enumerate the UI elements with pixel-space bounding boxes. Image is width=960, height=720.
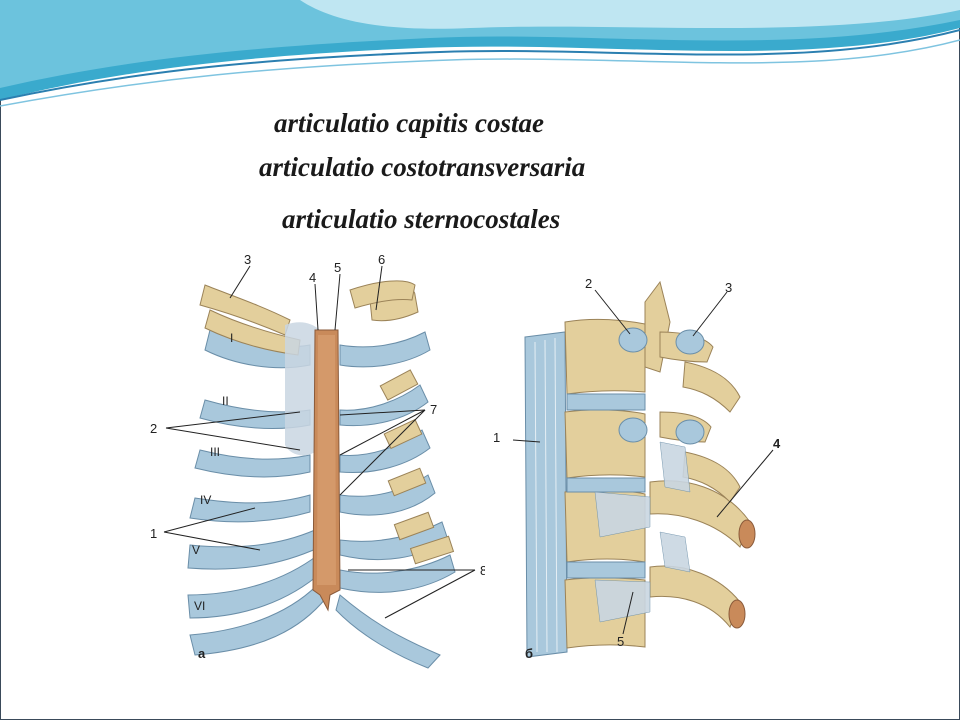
fig-b-label-3: 3 (725, 280, 732, 295)
title-articulatio-costotransversaria: articulatio costotransversaria (259, 152, 586, 182)
fig-a-label-3: 3 (244, 252, 251, 267)
figure-b-costovertebral-joints: 2 3 1 4 5 б (485, 262, 785, 662)
title-articulatio-capitis-costae: articulatio capitis costae (274, 108, 544, 138)
fig-b-label-2: 2 (585, 276, 592, 291)
rib-numeral-III: III (210, 445, 220, 459)
fig-a-label-4: 4 (309, 270, 316, 285)
fig-b-panel-letter: б (525, 646, 533, 661)
rib-numeral-V: V (192, 543, 200, 557)
fig-a-label-7: 7 (430, 402, 437, 417)
fig-b-label-1: 1 (493, 430, 500, 445)
fig-b-label-5: 5 (617, 634, 624, 649)
fig-b-label-4: 4 (773, 436, 781, 451)
rib-numeral-II: II (222, 394, 229, 408)
header-wave-banner (0, 0, 960, 107)
fig-a-label-2: 2 (150, 421, 157, 436)
figure-a-sternocostal-joints: 3 4 5 6 2 7 1 8 I II III IV V VI а (150, 250, 510, 670)
fig-a-panel-letter: а (198, 646, 206, 661)
fig-a-label-1: 1 (150, 526, 157, 541)
rib-numeral-I: I (230, 331, 233, 345)
fig-a-label-6: 6 (378, 252, 385, 267)
rib-numeral-IV: IV (200, 493, 211, 507)
title-articulatio-sternocostales: articulatio sternocostales (282, 204, 561, 234)
rib-numeral-VI: VI (194, 599, 205, 613)
fig-a-label-5: 5 (334, 260, 341, 275)
fig-a-label-8: 8 (480, 563, 487, 578)
